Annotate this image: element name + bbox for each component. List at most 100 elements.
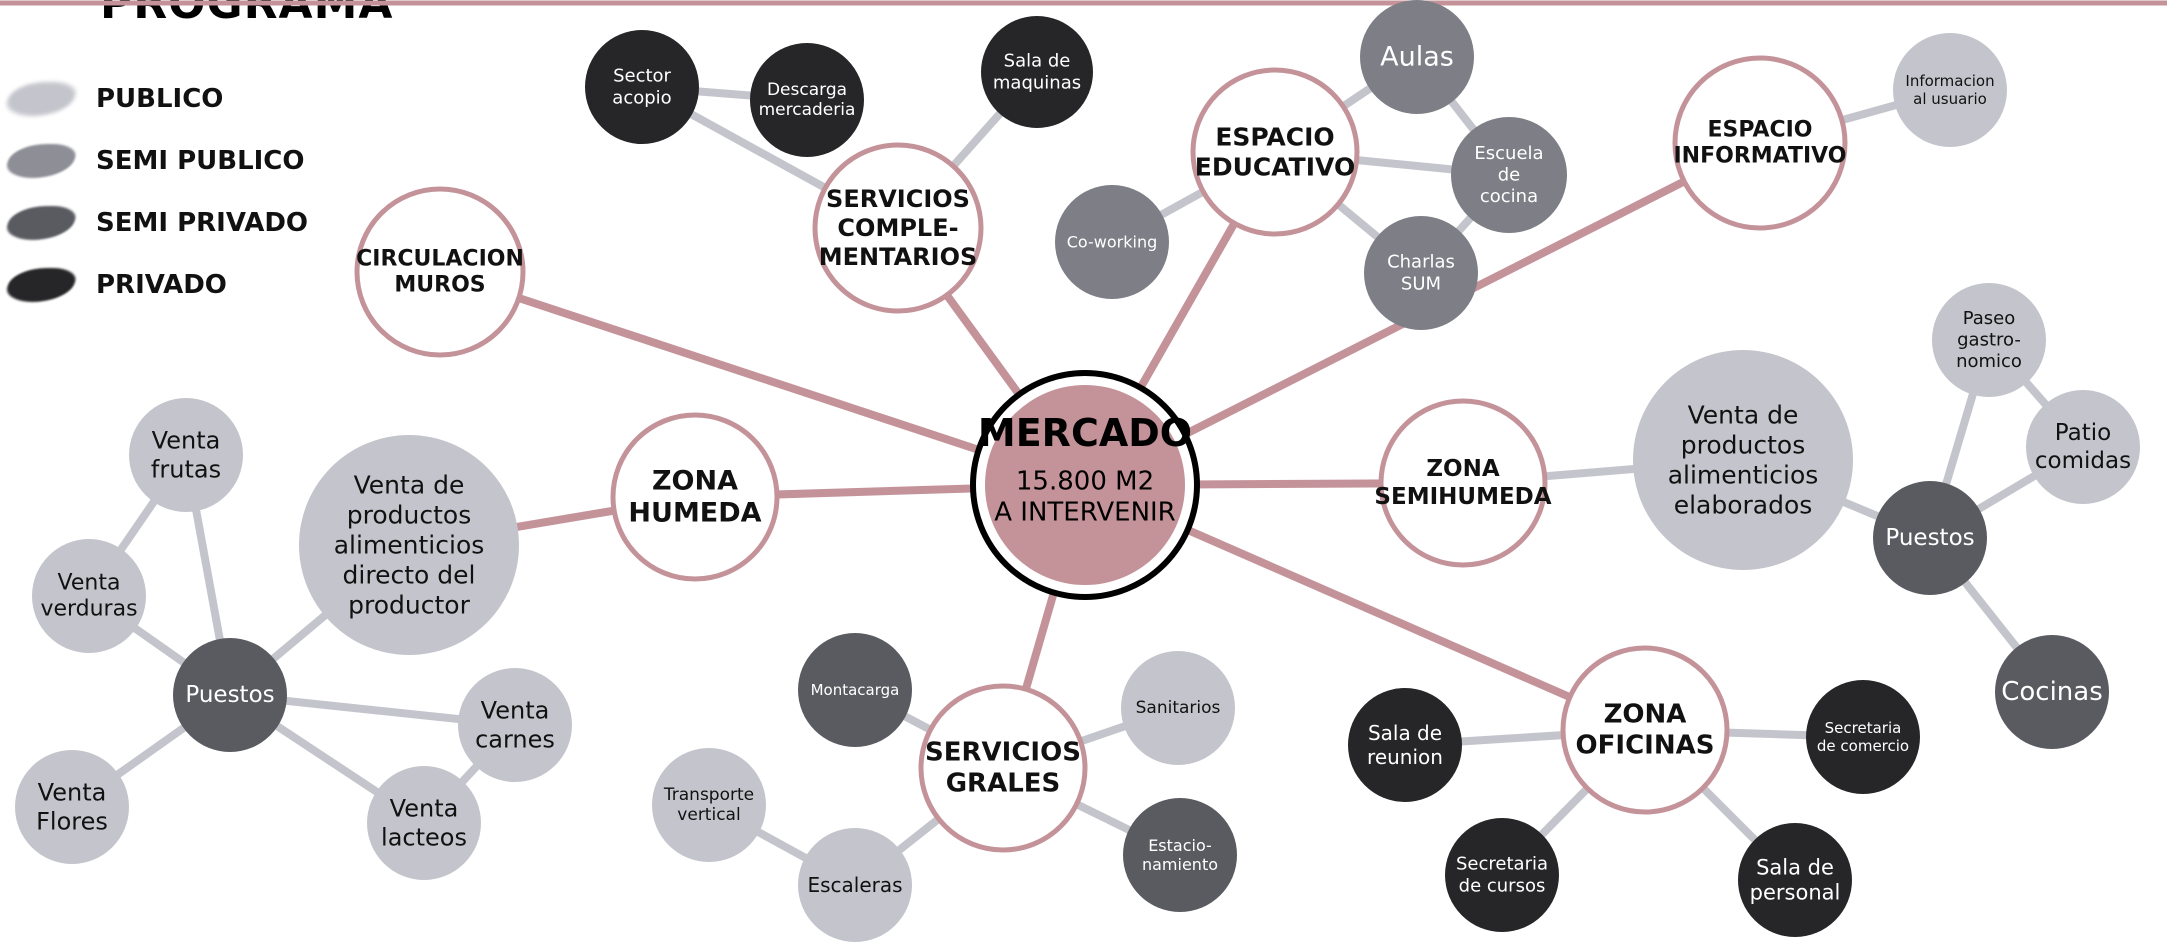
node-montacarga: Montacarga (798, 633, 912, 747)
node-label: Co-working (1067, 233, 1158, 252)
node-label: INFORMATIVO (1673, 144, 1846, 169)
node-label: Secretaria (1456, 854, 1548, 875)
node-label: carnes (475, 725, 555, 753)
node-label: Paseo (1963, 308, 2016, 329)
node-label: Estacio- (1148, 836, 1212, 855)
node-label: Venta (481, 697, 550, 725)
node-circle (173, 638, 287, 752)
node-circle (1633, 350, 1853, 570)
node-label: Cocinas (2001, 677, 2103, 707)
node-label: alimenticios (1668, 461, 1819, 490)
node-label: SERVICIOS (925, 737, 1081, 767)
node-circle (585, 30, 699, 144)
node-label: CIRCULACION (356, 246, 524, 271)
node-label: SERVICIOS (826, 185, 970, 213)
node-label: Montacarga (811, 681, 900, 699)
node-sanitarios: Sanitarios (1121, 651, 1235, 765)
node-label: reunion (1367, 745, 1443, 769)
node-label: Charlas (1387, 252, 1455, 273)
node-label: namiento (1142, 855, 1218, 874)
legend-label: SEMI PUBLICO (96, 146, 305, 176)
node-label: Patio (2055, 420, 2111, 446)
legend-item-privado: PRIVADO (2, 254, 308, 316)
node-label: Sector (613, 66, 671, 87)
center-subtitle: A INTERVENIR (994, 498, 1176, 528)
node-puestos-humeda: Puestos (173, 638, 287, 752)
node-circle (1190, 67, 1360, 237)
node-circle (1806, 680, 1920, 794)
node-label: Flores (36, 807, 108, 835)
node-circle (1360, 0, 1474, 114)
node-label: de cursos (1459, 875, 1546, 896)
node-circle (798, 828, 912, 942)
node-circle (1893, 33, 2007, 147)
node-circle (1995, 635, 2109, 749)
node-label: Puestos (185, 682, 274, 708)
node-circle (32, 539, 146, 653)
node-circle (367, 766, 481, 880)
node-co-working: Co-working (1055, 185, 1169, 299)
node-label: Secretaria (1825, 719, 1902, 737)
node-circle (1123, 798, 1237, 912)
node-circle (1445, 818, 1559, 932)
node-label: Descarga (767, 80, 847, 100)
node-circle (652, 748, 766, 862)
node-label: alimenticios (334, 531, 485, 560)
node-circle (354, 186, 526, 358)
legend-label: SEMI PRIVADO (96, 208, 308, 238)
node-label: EDUCATIVO (1195, 153, 1355, 182)
node-circle (1451, 117, 1567, 233)
node-label: ZONA (652, 465, 738, 496)
node-circle (750, 43, 864, 157)
node-label: Sala de (1004, 51, 1071, 72)
legend-label: PRIVADO (96, 270, 227, 300)
node-puestos-semihumeda: Puestos (1873, 481, 1987, 595)
node-label: productor (348, 591, 470, 620)
node-circle (1348, 688, 1462, 802)
node-label: Transporte (663, 785, 754, 805)
node-label: ZONA (1426, 456, 1499, 482)
node-label: COMPLE- (837, 214, 958, 242)
node-circle (812, 142, 984, 314)
node-aulas: Aulas (1360, 0, 1474, 114)
node-circle (1560, 645, 1730, 815)
node-circle (1121, 651, 1235, 765)
node-label: personal (1750, 881, 1841, 905)
node-label: Sala de (1368, 721, 1442, 745)
node-label: productos (1681, 431, 1805, 460)
node-label: GRALES (946, 769, 1061, 799)
node-circle (1738, 823, 1852, 937)
node-label: frutas (151, 455, 221, 483)
node-label: ESPACIO (1215, 123, 1334, 152)
node-label: Escaleras (807, 873, 902, 897)
node-label: SUM (1401, 273, 1441, 294)
node-label: comidas (2035, 448, 2131, 474)
node-label: vertical (677, 805, 740, 825)
node-label: Escuela (1474, 143, 1543, 164)
node-circle (129, 398, 243, 512)
node-label: MUROS (394, 273, 485, 298)
node-label: directo del (343, 561, 476, 590)
node-circle (798, 633, 912, 747)
node-label: MENTARIOS (819, 243, 978, 271)
node-label: Sanitarios (1136, 698, 1221, 718)
node-label: ESPACIO (1707, 117, 1812, 142)
node-label: Informacion (1905, 72, 1994, 90)
